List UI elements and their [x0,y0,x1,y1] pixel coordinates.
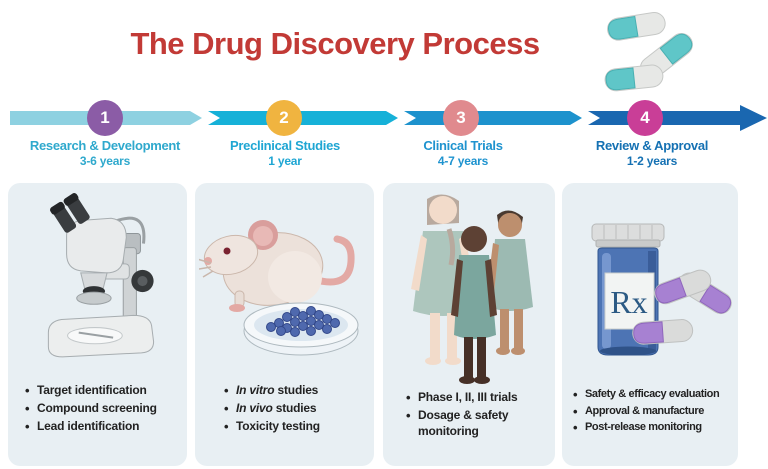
mouse-petri-dish-illustration [199,220,359,356]
microscope-illustration [47,193,155,358]
timeline-segment-4 [588,111,742,125]
stage-label-preclinical-studies: Preclinical Studies 1 year [180,138,390,169]
panel-bullets: Phase I, II, III trials Dosage & safety … [405,389,527,441]
stage-name: Review & Approval [595,138,709,153]
list-item: Compound screening [24,400,180,417]
stage-name: Clinical Trials [423,138,503,153]
panel-bullets: In vitro studies In vivo studies Toxicit… [223,382,371,436]
stage-duration: 3-6 years [79,154,131,169]
stage-label-review-approval: Review & Approval 1-2 years [547,138,757,169]
stage-duration: 1-2 years [626,154,678,169]
list-item: In vitro studies [223,382,371,399]
timeline-segment-3 [404,111,582,125]
list-item: Approval & manufacture [572,403,738,420]
stage-label-research-development: Research & Development 3-6 years [0,138,210,169]
stage-name: Preclinical Studies [230,138,340,153]
list-item: Target identification [24,382,180,399]
stage-duration: 1 year [268,154,302,169]
timeline-arrowhead-icon [740,105,767,131]
panel-bullets: Safety & efficacy evaluation Approval & … [572,386,738,437]
timeline-segment-2 [208,111,398,125]
capsule-pills-illustration [604,12,693,92]
list-item: Phase I, II, III trials [405,389,527,406]
stage-duration: 4-7 years [437,154,489,169]
stage-circle-1: 1 [87,100,123,136]
panel-bullets: Target identification Compound screening… [24,382,180,436]
list-item: In vivo studies [223,400,371,417]
list-item: Post-release monitoring [572,419,738,436]
stage-circle-4: 4 [627,100,663,136]
list-item: Toxicity testing [223,418,371,435]
list-item: Dosage & safety monitoring [405,407,527,440]
page-title: The Drug Discovery Process [130,26,540,61]
rx-symbol: Rx [610,284,647,320]
pill-bottle-capsules-illustration: Rx [591,223,732,356]
list-item: Safety & efficacy evaluation [572,386,738,403]
panel-preclinical-studies: In vitro studies In vivo studies Toxicit… [195,183,374,466]
stage-label-clinical-trials: Clinical Trials 4-7 years [358,138,568,169]
clinical-patients-illustration [411,194,533,384]
stage-name: Research & Development [29,138,181,153]
stage-circle-3: 3 [443,100,479,136]
list-item: Lead identification [24,418,180,435]
panel-research-development: Target identification Compound screening… [8,183,187,466]
panel-review-approval: Rx Safety & efficacy evaluation Approval… [562,183,738,466]
stage-circle-2: 2 [266,100,302,136]
panel-clinical-trials: Phase I, II, III trials Dosage & safety … [383,183,555,466]
